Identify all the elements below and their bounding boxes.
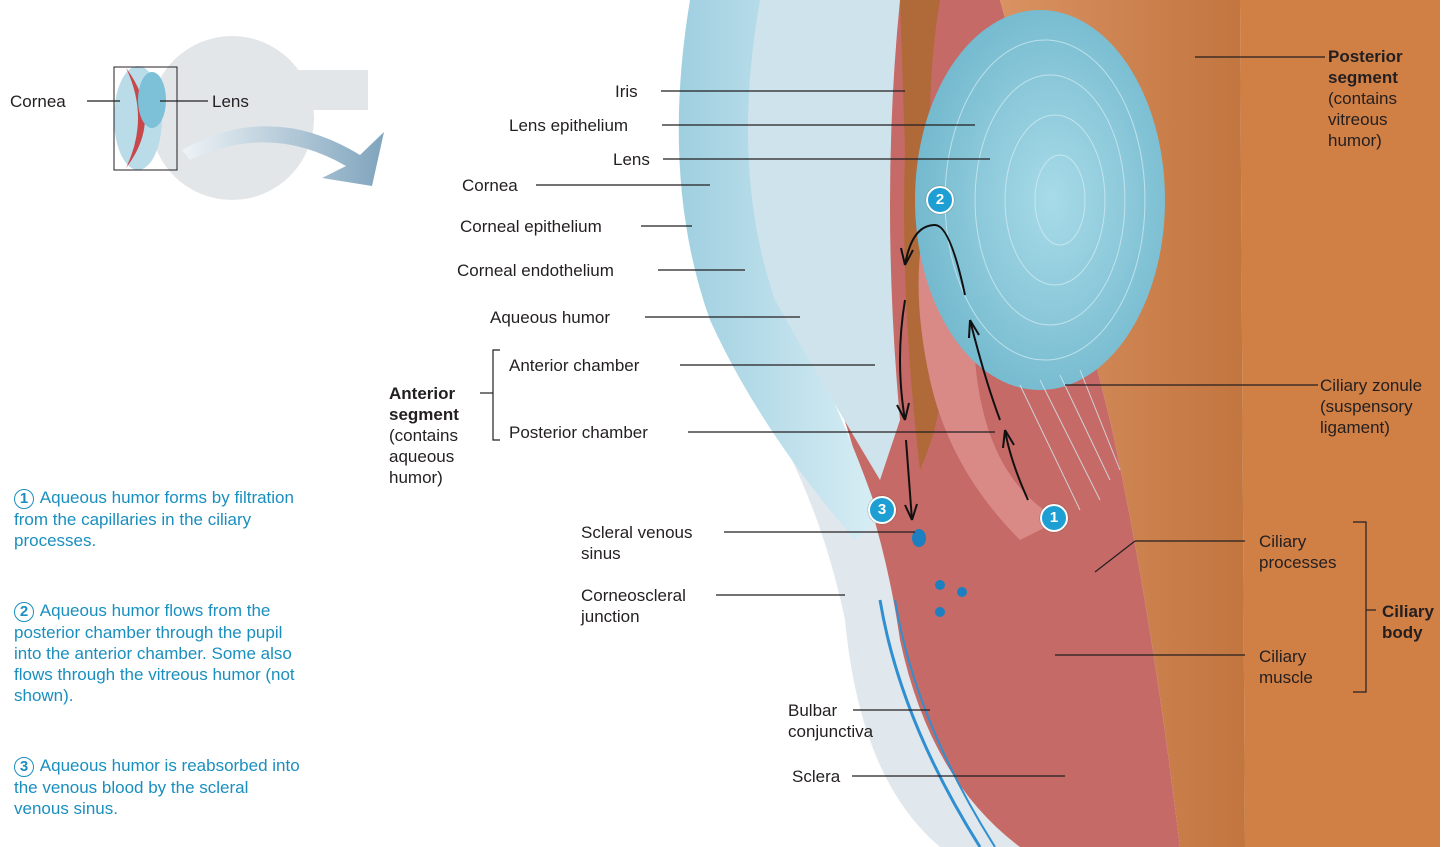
- ciliary-body-label: Ciliary body: [1382, 601, 1447, 643]
- step-1-number: 1: [14, 489, 34, 509]
- scleral-venous-sinus-label: Scleral venous sinus: [581, 522, 721, 564]
- step-1-text: Aqueous humor forms by filtration from t…: [14, 488, 294, 550]
- step-2-badge: 2: [926, 186, 954, 214]
- ciliary-zonule-label: Ciliary zonule (suspensory ligament): [1320, 375, 1445, 438]
- posterior-chamber-label: Posterior chamber: [509, 422, 648, 443]
- inset-cornea-label: Cornea: [10, 91, 66, 112]
- corneoscleral-junction-label: Corneoscleral junction: [581, 585, 716, 627]
- corneal-epithelium-label: Corneal epithelium: [460, 216, 602, 237]
- lens-epithelium-label: Lens epithelium: [509, 115, 628, 136]
- step-3-number: 3: [14, 757, 34, 777]
- inset-lens-label: Lens: [212, 91, 249, 112]
- anterior-segment-note: (contains aqueous humor): [389, 426, 458, 487]
- step-2-text: Aqueous humor flows from the posterior c…: [14, 601, 295, 705]
- iris-label: Iris: [615, 81, 638, 102]
- cornea-label: Cornea: [462, 175, 518, 196]
- inset-eye: [114, 36, 384, 200]
- step-3-text: Aqueous humor is reabsorbed into the ven…: [14, 756, 300, 818]
- step-3-description: 3 Aqueous humor is reabsorbed into the v…: [14, 755, 304, 819]
- lens-label: Lens: [613, 149, 650, 170]
- ciliary-processes-label: Ciliary processes: [1259, 531, 1349, 573]
- step-2-number: 2: [14, 602, 34, 622]
- posterior-segment-label: Posterior segment (contains vitreous hum…: [1328, 46, 1438, 151]
- step-3-badge: 3: [868, 496, 896, 524]
- anterior-segment-label: Anterior segment (contains aqueous humor…: [389, 383, 479, 488]
- bulbar-conjunctiva-label: Bulbar conjunctiva: [788, 700, 903, 742]
- posterior-segment-title: Posterior segment: [1328, 47, 1403, 87]
- step-2-description: 2 Aqueous humor flows from the posterior…: [14, 600, 304, 706]
- anterior-segment-title: Anterior segment: [389, 384, 459, 424]
- step-1-badge: 1: [1040, 504, 1068, 532]
- ciliary-muscle-label: Ciliary muscle: [1259, 646, 1339, 688]
- sclera-label: Sclera: [792, 766, 840, 787]
- corneal-endothelium-label: Corneal endothelium: [457, 260, 614, 281]
- step-1-description: 1 Aqueous humor forms by filtration from…: [14, 487, 304, 551]
- posterior-segment-note: (contains vitreous humor): [1328, 89, 1397, 150]
- anterior-chamber-label: Anterior chamber: [509, 355, 639, 376]
- aqueous-humor-label: Aqueous humor: [490, 307, 610, 328]
